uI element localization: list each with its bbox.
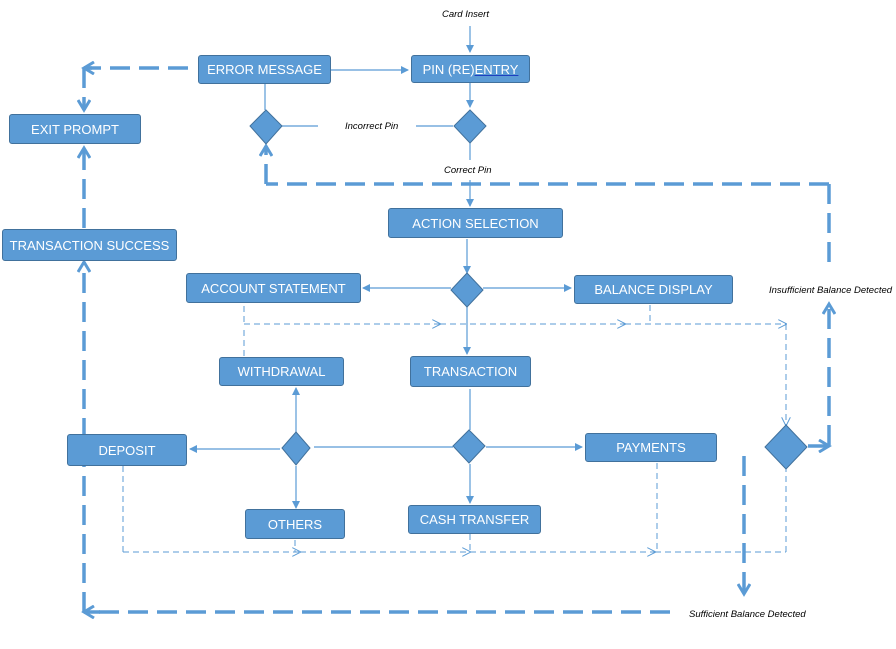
action-selection-box: ACTION SELECTION — [388, 208, 563, 238]
balance-display-box: BALANCE DISPLAY — [574, 275, 733, 304]
decision-transaction-diamond — [452, 429, 486, 464]
cash-transfer-box: CASH TRANSFER — [408, 505, 541, 534]
withdrawal-box: WITHDRAWAL — [219, 357, 344, 386]
decision-balance-diamond — [764, 424, 808, 470]
others-box: OTHERS — [245, 509, 345, 539]
pin-entry-text-a: PIN (RE) — [422, 61, 475, 77]
pin-entry-text-b: ENTRY — [474, 61, 519, 77]
error-message-box: ERROR MESSAGE — [198, 55, 331, 84]
insufficient-balance-label: Insufficient Balance Detected — [769, 285, 893, 296]
dashed-connectors — [122, 305, 786, 552]
transaction-success-box: TRANSACTION SUCCESS — [2, 229, 177, 261]
transaction-box: TRANSACTION — [410, 356, 531, 387]
decision-error-diamond — [249, 109, 283, 145]
sufficient-balance-label: Sufficient Balance Detected — [689, 609, 806, 620]
decision-pin-diamond — [453, 109, 487, 144]
solid-connectors — [189, 26, 583, 509]
exit-prompt-box: EXIT PROMPT — [9, 114, 141, 144]
decision-diamonds — [249, 109, 808, 470]
decision-action-diamond — [450, 272, 484, 308]
card-insert-label: Card Insert — [442, 9, 489, 20]
deposit-box: DEPOSIT — [67, 434, 187, 466]
incorrect-pin-label: Incorrect Pin — [345, 121, 399, 132]
payments-box: PAYMENTS — [585, 433, 717, 462]
account-statement-box: ACCOUNT STATEMENT — [186, 273, 361, 303]
decision-left-diamond — [281, 431, 311, 466]
correct-pin-label: Correct Pin — [444, 165, 492, 176]
pin-entry-box: PIN (RE)ENTRY — [411, 55, 530, 83]
